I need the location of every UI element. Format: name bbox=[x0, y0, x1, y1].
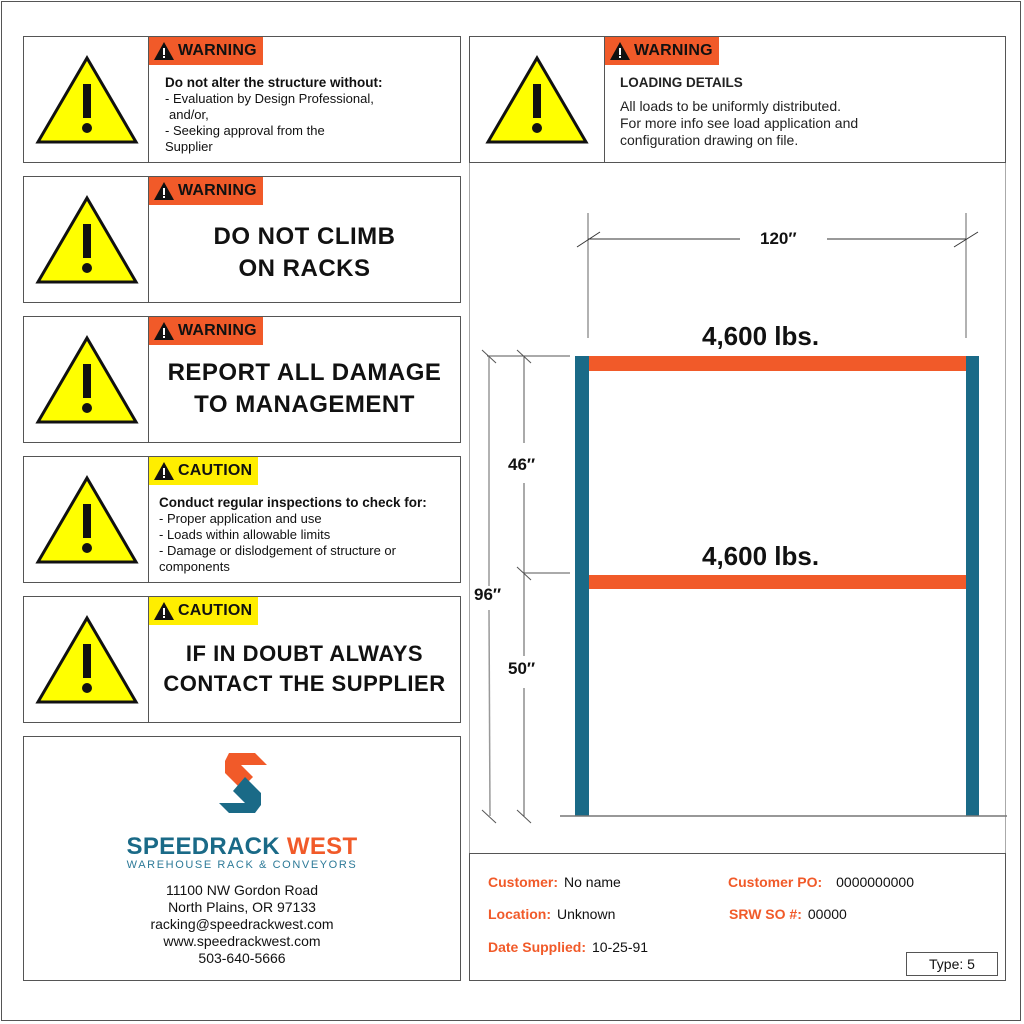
po-label: Customer PO: bbox=[728, 874, 823, 890]
sign-big-line: TO MANAGEMENT bbox=[194, 391, 415, 418]
website-link[interactable]: www.speedrackwest.com bbox=[163, 933, 321, 949]
warning-badge: WARNING bbox=[149, 177, 263, 205]
po-field: Customer PO: 0000000000 bbox=[728, 874, 914, 890]
sign-line: - Proper application and use bbox=[159, 511, 322, 526]
po-value: 0000000000 bbox=[836, 874, 914, 890]
hazard-icon-cell bbox=[24, 37, 149, 162]
address-line-1: 11100 NW Gordon Road bbox=[165, 882, 318, 898]
total-height-dimension: 96′′ bbox=[474, 585, 502, 604]
hazard-triangle-icon bbox=[35, 334, 139, 423]
hazard-triangle-icon bbox=[35, 614, 139, 703]
alert-icon bbox=[154, 602, 174, 620]
hazard-triangle-icon bbox=[35, 474, 139, 563]
caution-sign-contact-supplier: CAUTION IF IN DOUBT ALWAYS CONTACT THE S… bbox=[23, 596, 461, 723]
phone-number: 503-640-5666 bbox=[198, 950, 286, 966]
rack-width-dimension: 120′′ bbox=[760, 229, 797, 248]
caution-badge: CAUTION bbox=[149, 597, 259, 625]
company-name-part2: WEST bbox=[286, 833, 358, 860]
rack-drawing bbox=[481, 213, 1007, 824]
upper-spacing-dimension: 46′′ bbox=[508, 455, 536, 474]
badge-label: WARNING bbox=[178, 322, 257, 339]
sign-line: - Seeking approval from the bbox=[165, 123, 325, 138]
location-label: Location: bbox=[488, 906, 551, 922]
sign-heading: Conduct regular inspections to check for… bbox=[159, 495, 427, 510]
alert-icon bbox=[154, 182, 174, 200]
warning-badge: WARNING bbox=[605, 37, 719, 65]
sign-line: - Damage or dislodgement of structure or bbox=[159, 543, 396, 558]
sign-line: - Loads within allowable limits bbox=[159, 527, 331, 542]
loading-line: All loads to be uniformly distributed. bbox=[620, 98, 841, 114]
hazard-icon-cell bbox=[24, 457, 149, 582]
sign-line: and/or, bbox=[169, 107, 209, 122]
so-field: SRW SO #: 00000 bbox=[729, 906, 847, 922]
customer-field: Customer: No name bbox=[488, 874, 621, 890]
caution-badge: CAUTION bbox=[149, 457, 259, 485]
loading-line: configuration drawing on file. bbox=[620, 132, 799, 148]
badge-label: WARNING bbox=[178, 182, 257, 199]
sign-big-line: ON RACKS bbox=[238, 255, 371, 282]
warning-sign-alter-structure: WARNING Do not alter the structure witho… bbox=[23, 36, 461, 163]
location-field: Location: Unknown bbox=[488, 906, 615, 922]
alert-icon bbox=[154, 462, 174, 480]
sign-big-line: DO NOT CLIMB bbox=[213, 223, 396, 250]
badge-label: WARNING bbox=[178, 42, 257, 59]
top-beam-load: 4,600 lbs. bbox=[702, 321, 820, 351]
alert-icon bbox=[154, 322, 174, 340]
so-label: SRW SO #: bbox=[729, 906, 802, 922]
address-line-2: North Plains, OR 97133 bbox=[168, 899, 316, 915]
type-badge: Type: 5 bbox=[906, 952, 998, 976]
badge-label: CAUTION bbox=[178, 602, 253, 619]
hazard-triangle-icon bbox=[485, 54, 589, 143]
customer-value: No name bbox=[564, 874, 621, 890]
hazard-icon-cell bbox=[24, 597, 149, 722]
customer-label: Customer: bbox=[488, 874, 559, 890]
hazard-triangle-icon bbox=[35, 54, 139, 143]
alert-icon bbox=[610, 42, 630, 60]
sign-big-line: CONTACT THE SUPPLIER bbox=[163, 671, 446, 696]
badge-label: WARNING bbox=[634, 42, 713, 59]
location-value: Unknown bbox=[557, 906, 616, 922]
middle-beam-load: 4,600 lbs. bbox=[702, 541, 820, 571]
alert-icon bbox=[154, 42, 174, 60]
date-field: Date Supplied: 10-25-91 bbox=[488, 939, 648, 955]
loading-heading: LOADING DETAILS bbox=[620, 75, 743, 90]
sign-big-line: IF IN DOUBT ALWAYS bbox=[185, 641, 424, 666]
loading-line: For more info see load application and bbox=[620, 115, 859, 131]
warning-badge: WARNING bbox=[149, 37, 263, 65]
sign-line: components bbox=[159, 559, 230, 574]
warning-badge: WARNING bbox=[149, 317, 263, 345]
company-contact: 11100 NW Gordon Road North Plains, OR 97… bbox=[24, 882, 460, 967]
badge-label: CAUTION bbox=[178, 462, 253, 479]
company-info-box: SPEEDRACK WEST WAREHOUSE RACK & CONVEYOR… bbox=[23, 736, 461, 981]
so-value: 00000 bbox=[807, 906, 847, 922]
warning-sign-no-climb: WARNING DO NOT CLIMB ON RACKS bbox=[23, 176, 461, 303]
hazard-icon-cell bbox=[24, 317, 149, 442]
date-label: Date Supplied: bbox=[488, 939, 587, 955]
hazard-triangle-icon bbox=[35, 194, 139, 283]
sign-line: Supplier bbox=[165, 139, 213, 154]
hazard-icon-cell bbox=[470, 37, 605, 162]
company-tagline: WAREHOUSE RACK & CONVEYORS bbox=[126, 859, 358, 871]
hazard-icon-cell bbox=[24, 177, 149, 302]
warning-sign-loading-details: WARNING LOADING DETAILS All loads to be … bbox=[469, 36, 1006, 163]
warning-sign-report-damage: WARNING REPORT ALL DAMAGE TO MANAGEMENT bbox=[23, 316, 461, 443]
sign-line: - Evaluation by Design Professional, bbox=[165, 91, 374, 106]
order-info-box: Customer: No name Location: Unknown Date S… bbox=[469, 853, 1006, 981]
date-value: 10-25-91 bbox=[592, 939, 649, 955]
lower-spacing-dimension: 50′′ bbox=[508, 659, 536, 678]
sign-big-line: REPORT ALL DAMAGE bbox=[167, 359, 442, 386]
sign-heading: Do not alter the structure without: bbox=[165, 75, 383, 90]
caution-sign-inspections: CAUTION Conduct regular inspections to c… bbox=[23, 456, 461, 583]
email-link[interactable]: racking@speedrackwest.com bbox=[150, 916, 334, 932]
speedrack-logo-icon bbox=[219, 753, 267, 813]
rack-diagram: 120′′ 4,600 lbs. 4,600 lbs. 46′′ 96′′ 50… bbox=[469, 163, 1007, 853]
company-name-part1: SPEEDRACK bbox=[126, 833, 280, 860]
company-name: SPEEDRACK WEST bbox=[24, 833, 460, 861]
